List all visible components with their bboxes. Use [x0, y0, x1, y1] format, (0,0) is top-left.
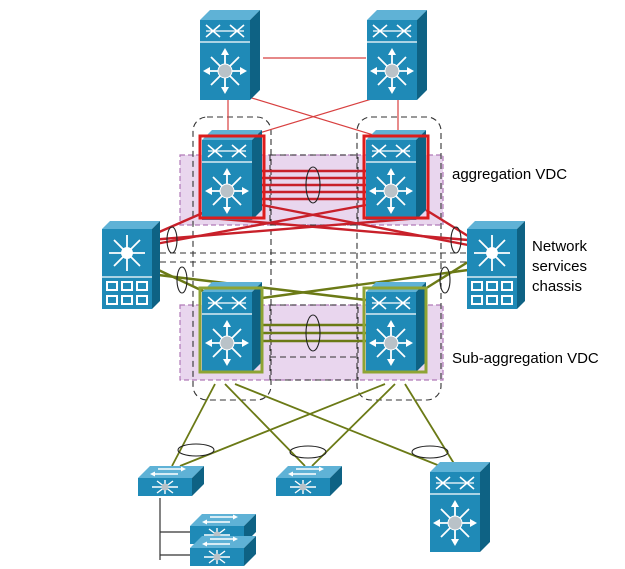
sub-aggregation-right-outline: [362, 286, 428, 374]
aggregation-vdc-label: aggregation VDC: [452, 166, 568, 183]
core-switch-left-icon: [199, 9, 261, 101]
core-switch-right-icon: [366, 9, 428, 101]
network-services-label-line1: Network: [532, 238, 588, 255]
network-services-label-line2: services: [532, 258, 588, 275]
network-services-label-line3: chassis: [532, 278, 583, 295]
stack-links: [159, 498, 190, 560]
services-chassis-left-icon: [101, 220, 161, 310]
aggregation-switch-right-icon: [365, 129, 427, 221]
access-switch-left-icon: [137, 465, 205, 497]
sub-aggregation-switch-right-icon: [365, 281, 427, 373]
access-chassis-right-icon: [429, 461, 491, 553]
sub-aggregation-switch-left-icon: [201, 281, 263, 373]
aggregation-switch-left-icon: [201, 129, 263, 221]
dashed-chassis-boundaries: [150, 116, 468, 401]
aggregation-links: [149, 169, 469, 247]
access-uplinks: [171, 383, 459, 471]
services-chassis-right-icon: [466, 220, 526, 310]
access-switch-middle-icon: [275, 465, 343, 497]
stack-switch-bottom-icon: [189, 535, 257, 567]
port-channel-ellipses: [166, 166, 462, 459]
aggregation-left-outline: [198, 134, 266, 220]
aggregation-right-outline: [362, 134, 430, 220]
sub-aggregation-vdc-label: Sub-aggregation VDC: [452, 350, 599, 367]
sub-aggregation-left-outline: [198, 286, 264, 374]
